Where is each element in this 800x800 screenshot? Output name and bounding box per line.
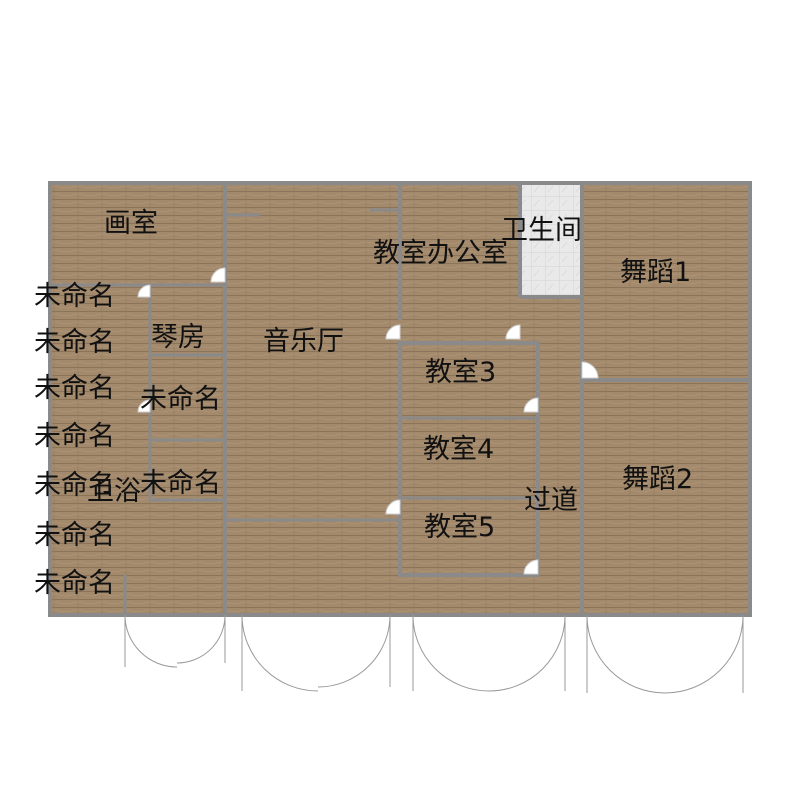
label-restroom: 卫生间: [501, 215, 582, 246]
left-label: 未命名: [34, 470, 115, 501]
interior-doors: [137, 267, 599, 575]
label-painting-room: 画室: [104, 208, 158, 239]
label-classroom-5: 教室5: [424, 512, 495, 543]
label-classroom-3: 教室3: [425, 357, 496, 388]
label-unnamed-middle-1: 未命名: [140, 384, 221, 415]
exterior-doors: [124, 614, 744, 694]
left-label: 未命名: [34, 520, 115, 551]
left-label: 未命名: [34, 327, 115, 358]
left-label: 未命名: [34, 568, 115, 599]
label-corridor: 过道: [524, 485, 578, 516]
label-unnamed-middle-2: 未命名: [140, 468, 221, 499]
label-hidden-under: 卫浴: [87, 476, 141, 507]
label-piano-room: 琴房: [151, 322, 205, 353]
label-music-hall: 音乐厅: [263, 326, 344, 357]
label-teacher-office: 教室办公室: [373, 238, 508, 269]
label-classroom-4: 教室4: [423, 434, 494, 465]
label-dance-2: 舞蹈2: [622, 464, 693, 495]
label-dance-1: 舞蹈1: [620, 257, 691, 288]
interior-walls: [50, 183, 750, 615]
left-label: 未命名: [34, 281, 115, 312]
left-label-column: 未命名 未命名 未命名 未命名 未命名 未命名 未命名: [34, 281, 115, 599]
left-label: 未命名: [34, 421, 115, 452]
restroom-floor: [520, 183, 582, 297]
left-label: 未命名: [34, 373, 115, 404]
